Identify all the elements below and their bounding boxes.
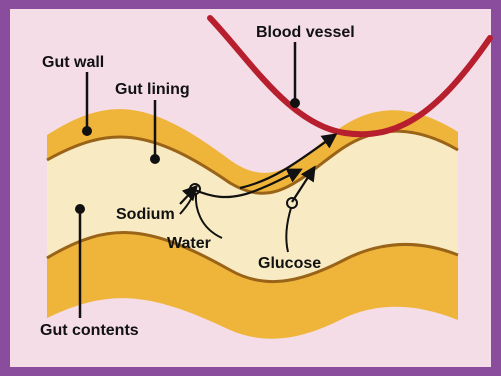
gut-contents-dot [75, 204, 85, 214]
gut-wall-label: Gut wall [42, 54, 104, 71]
blood-vessel-label: Blood vessel [256, 24, 355, 41]
water-label: Water [167, 235, 211, 252]
gut-contents-label: Gut contents [40, 322, 139, 339]
gut-lining-dot [150, 154, 160, 164]
sodium-label: Sodium [116, 206, 175, 223]
blood-vessel-dot [290, 98, 300, 108]
glucose-label: Glucose [258, 255, 321, 272]
gut-wall-dot [82, 126, 92, 136]
gut-lining-label: Gut lining [115, 81, 190, 98]
